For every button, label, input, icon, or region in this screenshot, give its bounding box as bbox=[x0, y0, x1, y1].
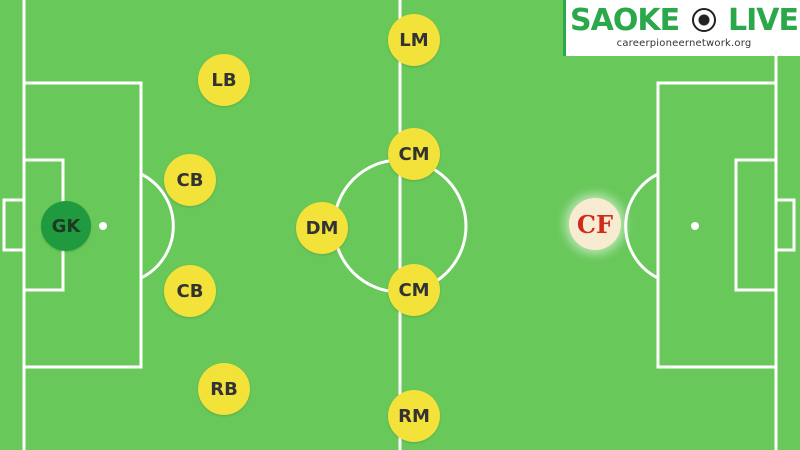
logo-brand-left: SAOKE bbox=[570, 2, 680, 38]
logo-wordmark: SAOKE LIVE bbox=[570, 2, 799, 38]
player-rm: RM bbox=[388, 390, 440, 442]
right-goal-area bbox=[734, 158, 778, 292]
player-cm-top: CM bbox=[388, 128, 440, 180]
right-penalty-area bbox=[656, 81, 778, 369]
right-goal bbox=[774, 198, 796, 252]
left-penalty-arc bbox=[140, 172, 175, 280]
brand-logo: SAOKE LIVE careerpioneernetwork.org bbox=[563, 0, 800, 56]
player-rb: RB bbox=[198, 363, 250, 415]
player-cb-bottom: CB bbox=[164, 265, 216, 317]
logo-website: careerpioneernetwork.org bbox=[616, 38, 752, 49]
player-lb: LB bbox=[198, 54, 250, 106]
player-cf: CF bbox=[569, 198, 621, 250]
player-cb-top: CB bbox=[164, 154, 216, 206]
player-gk: GK bbox=[41, 201, 91, 251]
right-penalty-arc bbox=[624, 172, 659, 280]
logo-brand-right: LIVE bbox=[727, 2, 799, 38]
left-penalty-spot bbox=[99, 222, 107, 230]
player-lm: LM bbox=[388, 14, 440, 66]
player-cm-bottom: CM bbox=[388, 264, 440, 316]
soccer-ball-icon bbox=[691, 8, 716, 32]
left-goal bbox=[2, 198, 26, 252]
player-dm: DM bbox=[296, 202, 348, 254]
right-penalty-spot bbox=[691, 222, 699, 230]
